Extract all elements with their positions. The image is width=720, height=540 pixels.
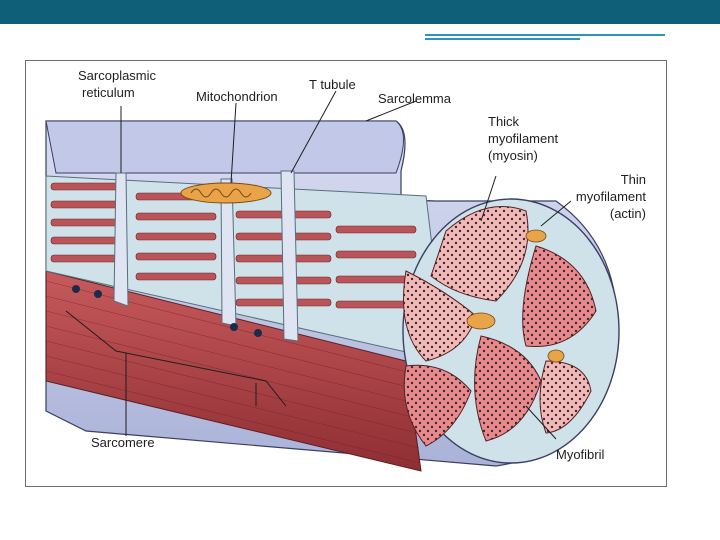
label-sarcolemma: Sarcolemma: [378, 91, 451, 106]
header-bar: [0, 0, 720, 24]
myofibril-cross-section: [402, 198, 620, 464]
t-tubules: [113, 170, 299, 342]
label-sarcoplasmic-reticulum: Sarcoplasmic reticulum: [78, 68, 157, 100]
muscle-fiber-illustration: [45, 90, 620, 472]
header-accent: [0, 24, 720, 40]
myofibril-striations: [45, 280, 421, 464]
sarcolemma-cut-edge: [45, 120, 404, 174]
diagram-frame: Sarcoplasmic reticulum Mitochondrion T t…: [25, 60, 667, 487]
label-mitochondrion: Mitochondrion: [196, 89, 278, 104]
label-myofibril: Myofibril: [556, 447, 605, 462]
leader-lines: [65, 90, 572, 440]
label-t-tubule: T tubule: [309, 77, 356, 92]
accent-line-2: [425, 38, 580, 40]
mitochondrion: [180, 182, 272, 204]
label-sarcomere: Sarcomere: [91, 435, 155, 450]
accent-line-1: [425, 34, 665, 36]
label-thin-myofilament: Thin myofilament (actin): [575, 172, 646, 221]
label-thick-myofilament: Thick myofilament (myosin): [488, 114, 559, 163]
t-tubule-openings: [72, 285, 262, 337]
